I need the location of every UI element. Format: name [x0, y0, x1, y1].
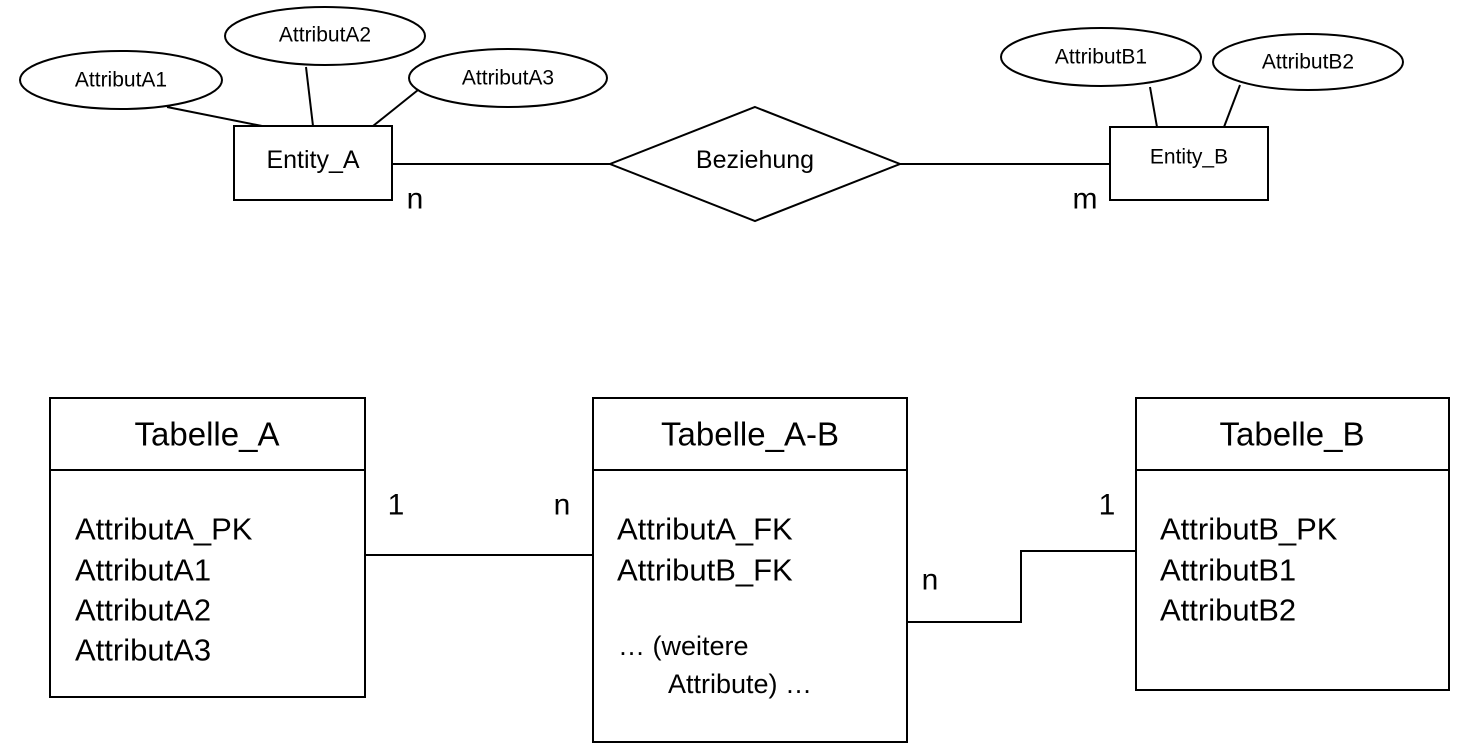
table-a: Tabelle_A AttributA_PK AttributA1 Attrib…	[49, 397, 366, 698]
table-ab-note-line2: Attribute) …	[668, 669, 812, 699]
entity-a-box: Entity_A	[233, 125, 393, 201]
attribute-oval-a1: AttributA1	[19, 50, 223, 110]
attribute-label-a3: AttributA3	[462, 67, 554, 90]
attribute-label-a2: AttributA2	[279, 24, 371, 47]
table-b-row: AttributB1	[1160, 553, 1296, 588]
entity-b-label: Entity_B	[1150, 146, 1228, 169]
connector-attribut-b1	[1149, 86, 1158, 128]
link-table-ab-table-b	[907, 550, 1136, 623]
table-a-row: AttributA_PK	[75, 512, 253, 547]
entity-b-cardinality: m	[1073, 183, 1098, 216]
connector-attribut-a2	[305, 66, 314, 127]
attribute-oval-b1: AttributB1	[1000, 27, 1202, 87]
attribute-oval-a2: AttributA2	[224, 6, 426, 66]
entity-a-cardinality: n	[407, 183, 424, 216]
table-ab-row: AttributA_FK	[617, 512, 793, 547]
attribute-oval-a3: AttributA3	[408, 48, 608, 108]
table-a-row: AttributA1	[75, 553, 211, 588]
attribute-label-b2: AttributB2	[1262, 51, 1354, 74]
table-a-title: Tabelle_A	[135, 416, 280, 453]
attribute-label-b1: AttributB1	[1055, 46, 1147, 69]
entity-a-label: Entity_A	[266, 146, 359, 174]
connector-attribut-a1	[166, 106, 263, 127]
er-model: AttributA1 AttributA2 AttributA3 Entity_…	[19, 6, 1404, 223]
relationship-label: Beziehung	[696, 146, 814, 174]
table-b: Tabelle_B AttributB_PK AttributB1 Attrib…	[1135, 397, 1450, 691]
table-ab-title: Tabelle_A-B	[661, 416, 839, 453]
table-b-row: AttributB_PK	[1160, 512, 1338, 547]
table-ab: Tabelle_A-B AttributA_FK AttributB_FK … …	[592, 397, 908, 743]
link-a-ab-card-right: n	[554, 489, 571, 522]
table-a-row: AttributA2	[75, 593, 211, 628]
link-a-ab-card-left: 1	[388, 489, 405, 522]
table-b-title: Tabelle_B	[1220, 416, 1365, 453]
connector-attribut-b2	[1223, 84, 1241, 128]
attribute-label-a1: AttributA1	[75, 69, 167, 92]
table-a-row: AttributA3	[75, 633, 211, 668]
relational-model: Tabelle_A AttributA_PK AttributA1 Attrib…	[49, 397, 1450, 743]
table-ab-note-line1: … (weitere	[618, 631, 749, 661]
entity-b-box: Entity_B	[1109, 126, 1269, 201]
link-ab-b-card-right: 1	[1099, 489, 1116, 522]
table-ab-row: AttributB_FK	[617, 553, 793, 588]
link-ab-b-card-left: n	[922, 564, 939, 597]
relationship-diamond: Beziehung	[607, 105, 903, 223]
attribute-oval-b2: AttributB2	[1212, 33, 1404, 91]
table-b-row: AttributB2	[1160, 593, 1296, 628]
connector-attribut-a3	[372, 89, 419, 127]
